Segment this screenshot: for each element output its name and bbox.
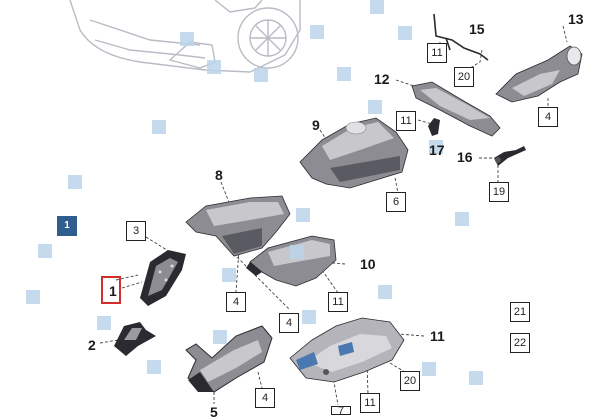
part-heat-shield-1[interactable] bbox=[140, 250, 186, 306]
reference-box[interactable]: 11 bbox=[427, 43, 447, 63]
thumbnail-square[interactable] bbox=[290, 245, 304, 259]
thumbnail-square[interactable] bbox=[147, 360, 161, 374]
part-bracket-2[interactable] bbox=[114, 322, 156, 356]
callout-number[interactable]: 17 bbox=[429, 142, 445, 158]
part-shield-13[interactable] bbox=[495, 45, 583, 103]
thumbnail-square[interactable] bbox=[26, 290, 40, 304]
callout-number[interactable]: 9 bbox=[312, 117, 320, 133]
reference-box[interactable]: 11 bbox=[396, 111, 416, 131]
thumbnail-square[interactable] bbox=[310, 25, 324, 39]
callout-number[interactable]: 11 bbox=[430, 328, 445, 344]
reference-box[interactable]: 7 bbox=[331, 406, 351, 415]
callout-number[interactable]: 1 bbox=[109, 283, 117, 299]
callout-number[interactable]: 5 bbox=[210, 404, 218, 420]
reference-box[interactable]: 11 bbox=[360, 393, 380, 413]
thumbnail-square[interactable] bbox=[370, 0, 384, 14]
reference-box[interactable]: 11 bbox=[328, 292, 348, 312]
reference-box[interactable]: 4 bbox=[255, 388, 275, 408]
thumbnail-square[interactable] bbox=[296, 208, 310, 222]
thumbnail-square[interactable] bbox=[302, 310, 316, 324]
thumbnail-square[interactable] bbox=[213, 330, 227, 344]
reference-box[interactable]: 4 bbox=[279, 313, 299, 333]
thumbnail-square-active[interactable]: 1 bbox=[57, 216, 77, 236]
thumbnail-square[interactable] bbox=[429, 140, 443, 154]
reference-box[interactable]: 21 bbox=[510, 302, 530, 322]
thumbnail-square[interactable] bbox=[455, 212, 469, 226]
reference-box[interactable]: 6 bbox=[386, 192, 406, 212]
part-shield-7[interactable] bbox=[185, 195, 291, 257]
reference-box[interactable]: 4 bbox=[226, 292, 246, 312]
part-shield-5[interactable] bbox=[185, 325, 273, 393]
thumbnail-square[interactable] bbox=[180, 32, 194, 46]
callout-number[interactable]: 15 bbox=[469, 21, 485, 37]
part-underbody-panel-10[interactable] bbox=[289, 317, 405, 383]
reference-box[interactable]: 3 bbox=[126, 221, 146, 241]
thumbnail-square[interactable] bbox=[337, 67, 351, 81]
callout-number[interactable]: 13 bbox=[568, 11, 584, 27]
callout-number[interactable]: 12 bbox=[374, 71, 390, 87]
thumbnail-square[interactable] bbox=[207, 60, 221, 74]
part-rod-15[interactable] bbox=[433, 13, 489, 61]
part-clip-17[interactable] bbox=[428, 118, 440, 136]
thumbnail-square[interactable] bbox=[398, 26, 412, 40]
thumbnail-square[interactable] bbox=[254, 68, 268, 82]
reference-box[interactable]: 22 bbox=[510, 333, 530, 353]
thumbnail-square[interactable] bbox=[469, 371, 483, 385]
thumbnail-square[interactable] bbox=[222, 268, 236, 282]
callout-number[interactable]: 10 bbox=[360, 256, 376, 272]
callout-number[interactable]: 8 bbox=[215, 167, 223, 183]
reference-box[interactable]: 4 bbox=[538, 107, 558, 127]
part-bracket-16[interactable] bbox=[494, 146, 526, 166]
reference-box[interactable]: 20 bbox=[454, 67, 474, 87]
callout-number[interactable]: 2 bbox=[88, 337, 96, 353]
thumbnail-square[interactable] bbox=[422, 362, 436, 376]
reference-box[interactable]: 19 bbox=[489, 182, 509, 202]
thumbnail-square[interactable] bbox=[68, 175, 82, 189]
thumbnail-square[interactable] bbox=[38, 244, 52, 258]
thumbnail-square[interactable] bbox=[97, 316, 111, 330]
part-shield-12[interactable] bbox=[411, 81, 501, 137]
thumbnail-square[interactable] bbox=[378, 285, 392, 299]
reference-box[interactable]: 20 bbox=[400, 371, 420, 391]
part-shield-8[interactable] bbox=[299, 117, 409, 189]
thumbnail-square[interactable] bbox=[152, 120, 166, 134]
thumbnail-square[interactable] bbox=[368, 100, 382, 114]
selected-callout-highlight bbox=[101, 276, 121, 304]
callout-number[interactable]: 16 bbox=[457, 149, 473, 165]
